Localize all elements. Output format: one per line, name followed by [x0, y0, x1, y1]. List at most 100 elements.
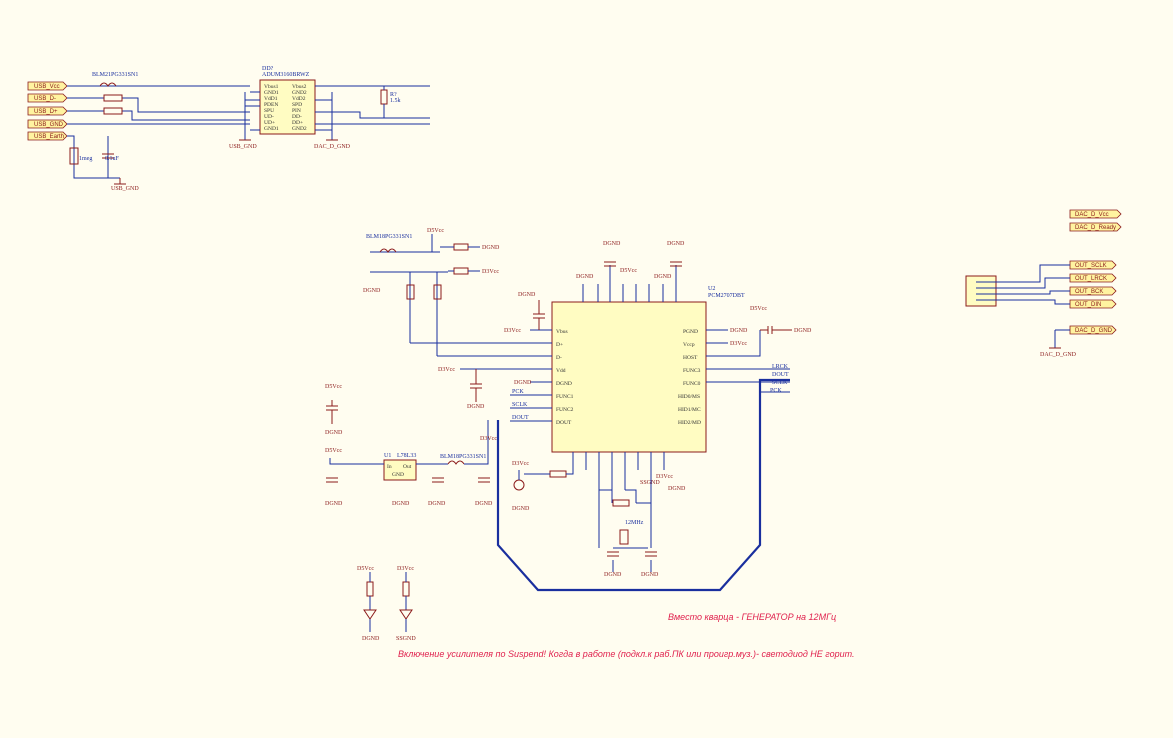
port-usb-earth[interactable]: USB_Earth — [27, 131, 68, 141]
led-hl2 — [399, 609, 413, 620]
svg-text:GND1: GND1 — [264, 90, 279, 96]
crystal-y1 — [619, 529, 629, 545]
svg-text:DGND: DGND — [428, 501, 446, 507]
svg-text:DGND: DGND — [556, 381, 572, 387]
led-indicators: D5Vcc D3Vcc DGND SSGND — [357, 566, 416, 642]
svg-text:ADUM3160BRWZ: ADUM3160BRWZ — [262, 72, 310, 78]
svg-text:FUNC3: FUNC3 — [683, 368, 701, 374]
svg-text:VdD2: VdD2 — [292, 96, 306, 102]
port-dac-vcc[interactable]: DAC_D_Vcc — [1069, 209, 1122, 219]
codec-decoupling: DGND D3Vcc DGND DGND D5Vcc DGND DGND D5V… — [438, 241, 812, 410]
svg-text:USB_Vcc: USB_Vcc — [34, 84, 60, 90]
svg-text:D5Vcc: D5Vcc — [325, 448, 342, 454]
svg-text:PGND: PGND — [683, 329, 698, 335]
svg-text:HOST: HOST — [683, 355, 698, 361]
svg-text:DGND: DGND — [641, 572, 659, 578]
svg-text:DGND: DGND — [475, 501, 493, 507]
svg-text:DOUT: DOUT — [556, 420, 572, 426]
svg-text:GND1: GND1 — [264, 126, 279, 132]
port-usb-vcc[interactable]: USB_Vcc — [27, 81, 68, 91]
resistor-array — [965, 275, 997, 307]
svg-text:D3Vcc: D3Vcc — [482, 269, 499, 275]
svg-text:FUNC2: FUNC2 — [556, 407, 574, 413]
svg-text:SCLK: SCLK — [772, 380, 788, 386]
port-usb-dminus[interactable]: USB_D- — [27, 93, 68, 103]
svg-text:DAC_D_GND: DAC_D_GND — [1040, 352, 1077, 358]
resistor-r-dminus — [103, 94, 123, 102]
svg-text:DD+: DD+ — [292, 120, 303, 126]
svg-text:U2: U2 — [708, 286, 715, 292]
regulator: U1 L78L33 In Out GND BLM18PG331SN1 D5Vcc… — [325, 420, 497, 507]
port-out-lrck[interactable]: OUT_LRCK — [1069, 273, 1117, 283]
svg-text:D3Vcc: D3Vcc — [504, 328, 521, 334]
svg-text:UD-: UD- — [264, 114, 274, 120]
inductor-usb-vcc — [99, 82, 117, 87]
isolator-chip: DD? ADUM3160BRWZ Vbus1 GND1 VdD1 PDEN SP… — [229, 66, 430, 150]
svg-text:PCM2707DBT: PCM2707DBT — [708, 293, 745, 299]
psel-jumper: D3Vcc DGND — [512, 461, 574, 512]
svg-text:DOUT: DOUT — [772, 372, 789, 378]
svg-text:HID0/MS: HID0/MS — [678, 394, 700, 400]
resistor-r-dplus — [103, 107, 123, 115]
svg-text:DGND: DGND — [362, 636, 380, 642]
svg-text:DGND: DGND — [512, 506, 530, 512]
svg-text:DGND: DGND — [392, 501, 410, 507]
svg-text:GND: GND — [392, 472, 404, 478]
port-out-sclk[interactable]: OUT_SCLK — [1069, 260, 1117, 270]
svg-text:DD?: DD? — [262, 66, 274, 72]
svg-text:D5Vcc: D5Vcc — [427, 228, 444, 234]
port-usb-gnd[interactable]: USB_GND — [27, 119, 68, 129]
svg-text:DGND: DGND — [518, 292, 536, 298]
usb-ports: USB_Vcc USB_D- USB_D+ USB_GND USB_Earth — [27, 81, 68, 141]
svg-text:D3Vcc: D3Vcc — [656, 474, 673, 480]
resistor-r2 — [402, 581, 410, 597]
svg-text:DGND: DGND — [325, 430, 343, 436]
bulk-capacitor: D5Vcc DGND — [325, 384, 343, 436]
svg-text:D3Vcc: D3Vcc — [512, 461, 529, 467]
svg-text:Vccp: Vccp — [683, 342, 695, 348]
port-dac-ready[interactable]: DAC_D_Ready — [1069, 222, 1122, 232]
resistor-r1 — [366, 581, 374, 597]
svg-text:SCLK: SCLK — [512, 402, 528, 408]
port-usb-dplus[interactable]: USB_D+ — [27, 106, 68, 116]
i2s-bus-line — [496, 378, 790, 592]
svg-text:DAC_D_Vcc: DAC_D_Vcc — [1075, 212, 1109, 218]
svg-text:SSGND: SSGND — [396, 636, 416, 642]
svg-text:BLM21PG331SN1: BLM21PG331SN1 — [92, 72, 138, 78]
port-out-bck[interactable]: OUT_BCK — [1069, 286, 1117, 296]
svg-text:0.1uF: 0.1uF — [105, 156, 120, 162]
usb-input-wires: BLM21PG331SN1 1meg 0.1uF USB_GND — [67, 72, 250, 192]
svg-text:DGND: DGND — [467, 404, 485, 410]
svg-text:L78L33: L78L33 — [397, 453, 416, 459]
svg-text:OUT_LRCK: OUT_LRCK — [1075, 276, 1107, 282]
svg-text:PIN: PIN — [292, 108, 301, 114]
svg-text:U1: U1 — [384, 453, 391, 459]
svg-text:Vbus: Vbus — [556, 329, 568, 335]
svg-text:GND2: GND2 — [292, 90, 307, 96]
svg-text:UD+: UD+ — [264, 120, 275, 126]
svg-text:DAC_D_GND: DAC_D_GND — [314, 144, 351, 150]
svg-text:DGND: DGND — [514, 380, 532, 386]
crystal-section: 12MHz DGND DGND SSGND D3Vcc DGND — [598, 470, 686, 578]
led-hl1 — [363, 609, 377, 620]
svg-text:HID2/MD: HID2/MD — [678, 420, 701, 426]
svg-text:DGND: DGND — [730, 328, 748, 334]
svg-text:Vbus1: Vbus1 — [264, 84, 279, 90]
svg-text:SPU: SPU — [264, 108, 274, 114]
svg-text:USB_D+: USB_D+ — [34, 109, 58, 115]
svg-text:DD-: DD- — [292, 114, 302, 120]
note-generator: Вместо кварца - ГЕНЕРАТОР на 12МГц — [668, 612, 836, 622]
svg-text:DGND: DGND — [363, 288, 381, 294]
port-dac-gnd[interactable]: DAC_D_GND — [1069, 325, 1117, 335]
dac-ports: DAC_D_Vcc DAC_D_Ready OUT_SCLK OUT_LRCK … — [965, 209, 1122, 358]
port-out-din[interactable]: OUT_DIN — [1069, 299, 1117, 309]
svg-text:D-: D- — [556, 355, 562, 361]
svg-text:D3Vcc: D3Vcc — [438, 367, 455, 373]
svg-text:DAC_D_Ready: DAC_D_Ready — [1075, 225, 1116, 231]
svg-text:DGND: DGND — [667, 241, 685, 247]
svg-text:12MHz: 12MHz — [625, 520, 644, 526]
resistor-earth — [69, 147, 79, 165]
svg-text:DGND: DGND — [603, 241, 621, 247]
svg-text:HID1/MC: HID1/MC — [678, 407, 701, 413]
svg-text:PDEN: PDEN — [264, 102, 278, 108]
